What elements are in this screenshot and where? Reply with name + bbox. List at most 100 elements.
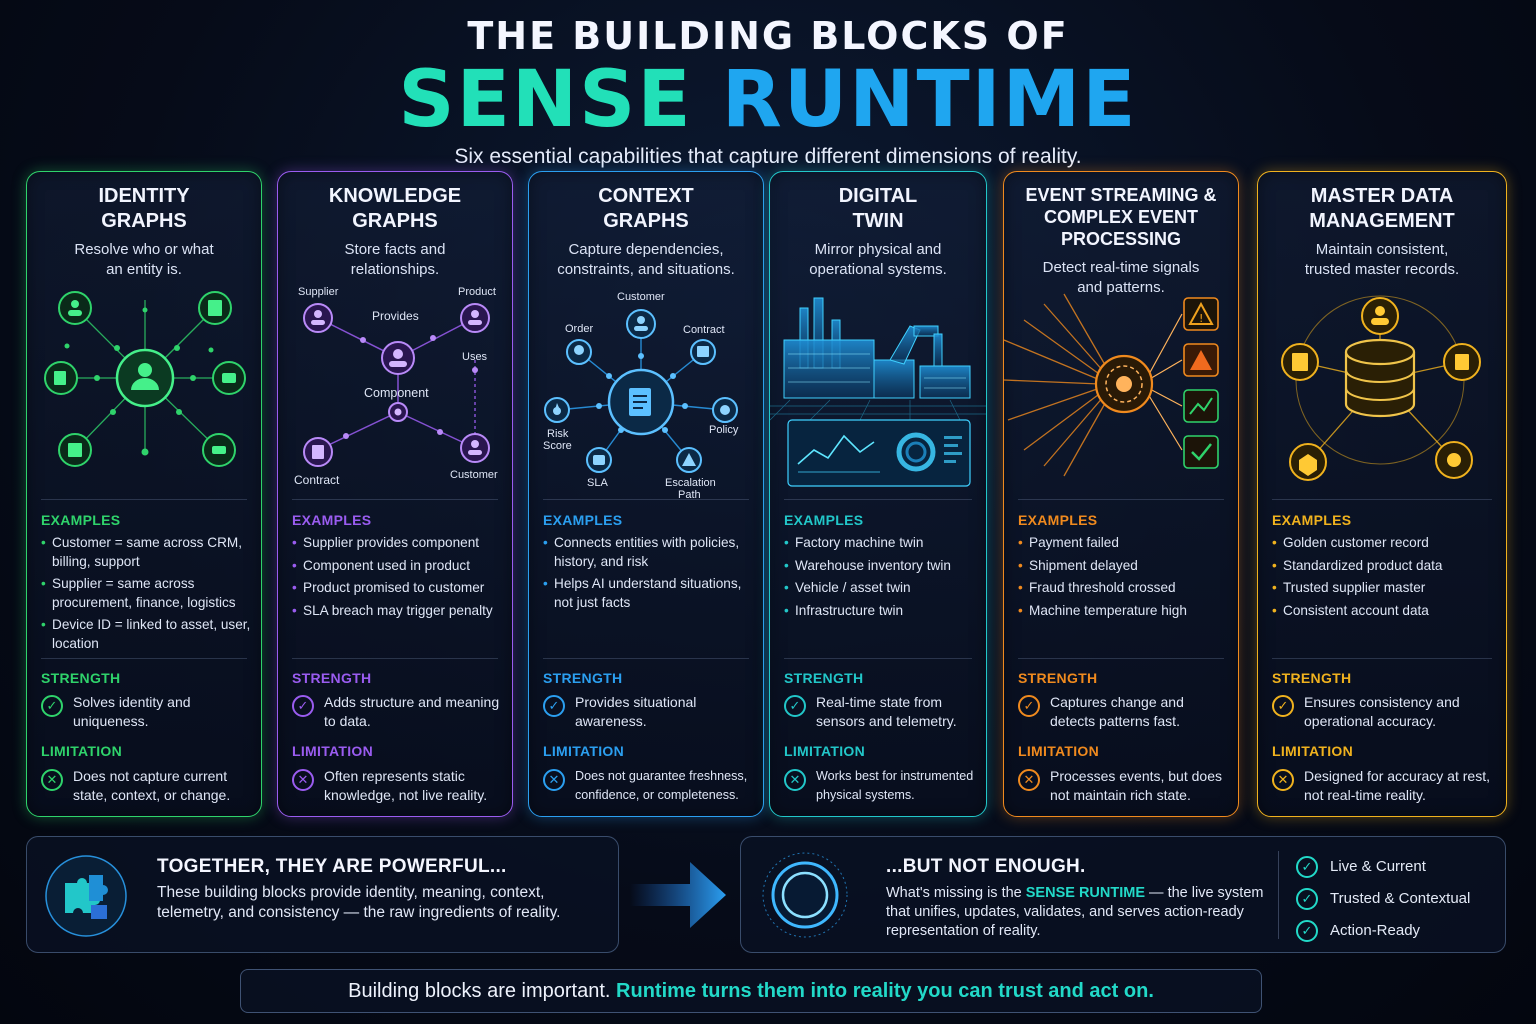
check-icon: ✓ [1018,695,1040,717]
puzzle-icon [45,855,127,937]
node-label: Escalation [665,477,716,489]
title-word-runtime: RUNTIME [721,55,1138,145]
edge-label: Provides [372,309,419,323]
footer-text: Building blocks are important. [348,980,617,1002]
together-title: TOGETHER, THEY ARE POWERFUL... [157,856,507,877]
node-label: Customer [450,469,498,481]
check-icon: ✓ [1296,888,1318,910]
limitation-label: LIMITATION [292,743,374,759]
node-label: SLA [587,477,608,489]
node-label: Customer [617,291,665,303]
check-icon: ✓ [543,695,565,717]
list-item: Fraud threshold crossed [1018,579,1230,598]
together-panel: TOGETHER, THEY ARE POWERFUL... These bui… [26,836,619,953]
edge-label: Uses [462,351,488,363]
list-item: Shipment delayed [1018,557,1230,576]
not-enough-title: ...BUT NOT ENOUGH. [886,856,1086,877]
list-item: Payment failed [1018,534,1230,553]
master-data-diagram [1281,295,1481,481]
knowledge-graph-diagram: Supplier Product Provides Component Uses… [294,286,498,487]
x-icon: ✕ [41,769,63,791]
strength-text: Adds structure and meaning to data. [324,694,500,729]
examples-list: Supplier provides component Component us… [292,534,504,624]
title-word-sense: SENSE [398,55,693,145]
list-item: Device ID = linked to asset, user, locat… [41,616,253,653]
list-item: Supplier provides component [292,534,504,553]
examples-label: EXAMPLES [1018,512,1098,528]
limitation-label: LIMITATION [543,743,625,759]
examples-list: Payment failed Shipment delayed Fraud th… [1018,534,1230,624]
not-enough-panel: ...BUT NOT ENOUGH. What's missing is the… [740,836,1506,953]
list-item: Vehicle / asset twin [784,579,978,598]
list-item: Infrastructure twin [784,602,978,621]
examples-list: Factory machine twin Warehouse inventory… [784,534,978,624]
list-item: SLA breach may trigger penalty [292,602,504,621]
node-label: Path [678,489,701,501]
strength-label: STRENGTH [543,670,623,686]
examples-label: EXAMPLES [1272,512,1352,528]
list-item: Trusted supplier master [1272,579,1498,598]
limitation-label: LIMITATION [1018,743,1100,759]
examples-list: Golden customer record Standardized prod… [1272,534,1498,624]
check-icon: ✓ [1296,856,1318,878]
runtime-ring-icon [762,852,848,938]
header: THE BUILDING BLOCKS OF SENSE RUNTIME Six… [0,14,1536,170]
list-item: Warehouse inventory twin [784,557,978,576]
strength-text: Provides situational awareness. [575,694,697,729]
identity-graph-diagram [44,291,246,467]
strength-label: STRENGTH [1272,670,1352,686]
not-enough-text: What's missing is the SENSE RUNTIME — th… [886,885,1264,939]
list-item: Consistent account data [1272,602,1498,621]
limitation-text: Processes events, but does not maintain … [1050,768,1222,803]
event-stream-diagram: ! [1004,293,1219,477]
list-item: Component used in product [292,557,504,576]
list-item: Helps AI understand situations, not just… [543,575,755,612]
examples-label: EXAMPLES [292,512,372,528]
examples-label: EXAMPLES [543,512,623,528]
list-item: Standardized product data [1272,557,1498,576]
together-text: These building blocks provide identity, … [157,884,561,921]
footer-highlight: Runtime turns them into reality you can … [616,980,1154,1002]
node-label: Contract [683,324,725,336]
strength-text: Ensures consistency and operational accu… [1304,694,1460,729]
list-item: Product promised to customer [292,579,504,598]
examples-list: Connects entities with policies, history… [543,534,755,616]
examples-label: EXAMPLES [784,512,864,528]
list-item: Golden customer record [1272,534,1498,553]
check-icon: ✓ [784,695,806,717]
node-label: Policy [709,424,739,436]
card-description: Capture dependencies,constraints, and si… [557,241,735,278]
examples-label: EXAMPLES [41,512,121,528]
check-icon: ✓ [41,695,63,717]
strength-label: STRENGTH [1018,670,1098,686]
card-description: Maintain consistent,trusted master recor… [1304,241,1460,278]
limitation-label: LIMITATION [1272,743,1354,759]
node-label: Score [543,440,572,452]
limitation-text: Works best for instrumented physical sys… [816,769,974,802]
examples-list: Customer = same across CRM, billing, sup… [41,534,253,657]
node-label: Supplier [298,286,339,298]
strength-label: STRENGTH [292,670,372,686]
limitation-label: LIMITATION [41,743,123,759]
check-icon: ✓ [292,695,314,717]
node-label: Risk [547,428,569,440]
factory-twin-illustration [770,297,986,487]
x-icon: ✕ [784,769,806,791]
node-label: Component [364,386,429,400]
list-item: Connects entities with policies, history… [543,534,755,571]
list-item: Machine temperature high [1018,602,1230,621]
x-icon: ✕ [292,769,314,791]
x-icon: ✕ [1018,769,1040,791]
